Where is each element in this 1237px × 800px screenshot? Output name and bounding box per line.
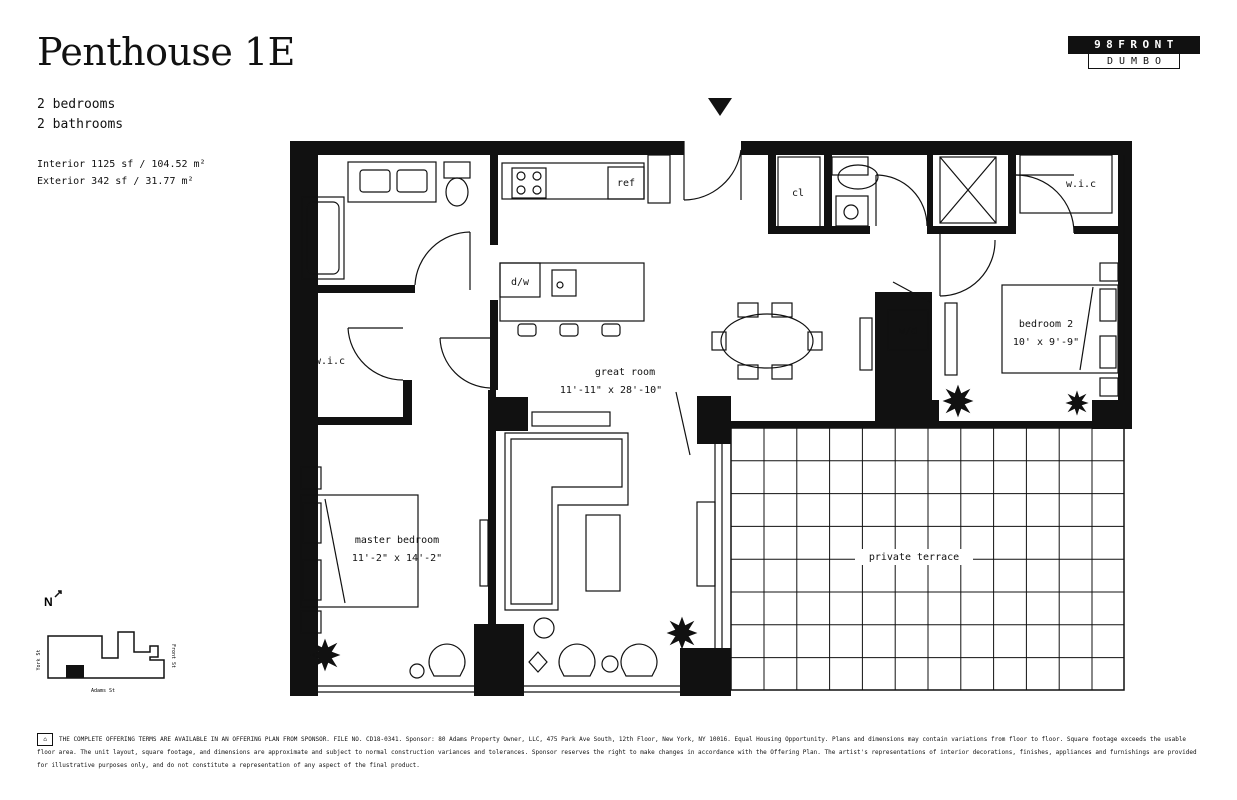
key-plan: N York St Front St Adams St: [36, 590, 176, 694]
label-master-bedroom-dim: 11'-2" x 14'-2": [352, 553, 442, 564]
street-york: York St: [36, 649, 42, 670]
label-closet: cl: [792, 188, 804, 199]
label-private-terrace: private terrace: [869, 552, 959, 563]
page-title: Penthouse 1E: [37, 30, 295, 74]
street-front: Front St: [170, 644, 176, 668]
logo-line2: DUMBO: [1088, 54, 1180, 69]
bedroom-count: 2 bedrooms: [37, 97, 116, 112]
plant-icons: [309, 384, 1089, 672]
north-label: N: [44, 595, 53, 609]
windows: [318, 155, 1125, 693]
label-bedroom-2-dim: 10' x 9'-9": [1013, 337, 1079, 348]
bathroom-count: 2 bathrooms: [37, 117, 124, 132]
label-dishwasher: d/w: [511, 277, 530, 288]
unit-specs: 2 bedrooms 2 bathrooms: [37, 95, 123, 135]
terrace-label-bg: [855, 549, 973, 565]
exterior-walls: [290, 141, 1132, 696]
street-adams: Adams St: [91, 688, 115, 694]
brand-logo: 98FRONT DUMBO: [1068, 36, 1200, 69]
label-wic-master: w.i.c: [315, 356, 345, 367]
exterior-area: Exterior 342 sf / 31.77 m²: [37, 176, 194, 187]
interior-walls: [290, 155, 1118, 624]
label-great-room: great room: [595, 367, 655, 378]
label-wic-bedroom2: w.i.c: [1066, 179, 1096, 190]
label-bedroom-2: bedroom 2: [1019, 319, 1073, 330]
legal-disclaimer: ⌂THE COMPLETE OFFERING TERMS ARE AVAILAB…: [37, 733, 1207, 772]
north-arrow-icon: [54, 590, 62, 598]
label-washer-dryer: w/d: [899, 326, 917, 337]
disclaimer-text: THE COMPLETE OFFERING TERMS ARE AVAILABL…: [37, 736, 1197, 769]
label-great-room-dim: 11'-11" x 28'-10": [560, 385, 662, 396]
fixtures: [300, 154, 1119, 679]
entry-arrow-icon: [708, 98, 732, 116]
unit-areas: Interior 1125 sf / 104.52 m² Exterior 34…: [37, 156, 206, 190]
key-plan-outline: [47, 631, 165, 679]
doors: [347, 141, 1075, 456]
label-master-bedroom: master bedroom: [355, 535, 439, 546]
key-plan-unit-marker: [66, 665, 84, 678]
logo-line1: 98FRONT: [1068, 36, 1200, 54]
equal-housing-icon: ⌂: [37, 733, 53, 746]
interior-area: Interior 1125 sf / 104.52 m²: [37, 159, 206, 170]
label-refrigerator: ref: [617, 178, 635, 189]
